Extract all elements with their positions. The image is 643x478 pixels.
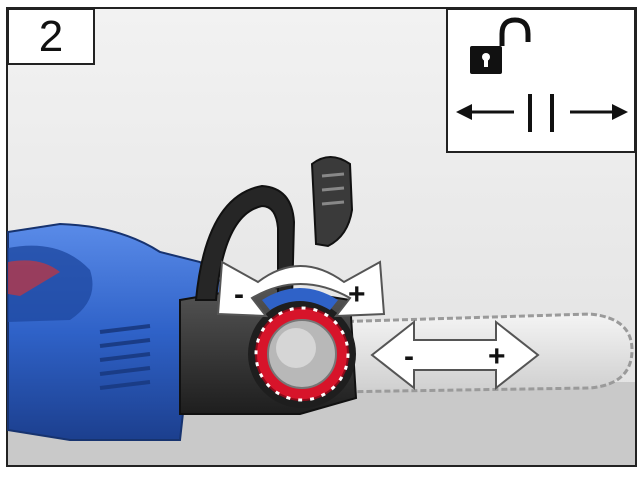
tension-plus-sign: +	[348, 278, 366, 311]
bar-adjust-double-arrow	[370, 319, 540, 391]
bar-minus-sign: -	[404, 340, 414, 373]
legend-box	[446, 8, 636, 153]
hand-guard	[310, 156, 354, 248]
step-number-box: 2	[7, 8, 95, 65]
unlocked-padlock-icon	[470, 17, 531, 74]
double-arrow-with-separator-icon	[456, 94, 628, 132]
bar-plus-sign: +	[488, 340, 506, 373]
step-number: 2	[38, 11, 64, 61]
tension-minus-sign: -	[234, 278, 244, 311]
tension-knob	[248, 300, 356, 408]
hand-guard-ridges	[321, 172, 345, 206]
rotation-arrow	[216, 260, 386, 318]
